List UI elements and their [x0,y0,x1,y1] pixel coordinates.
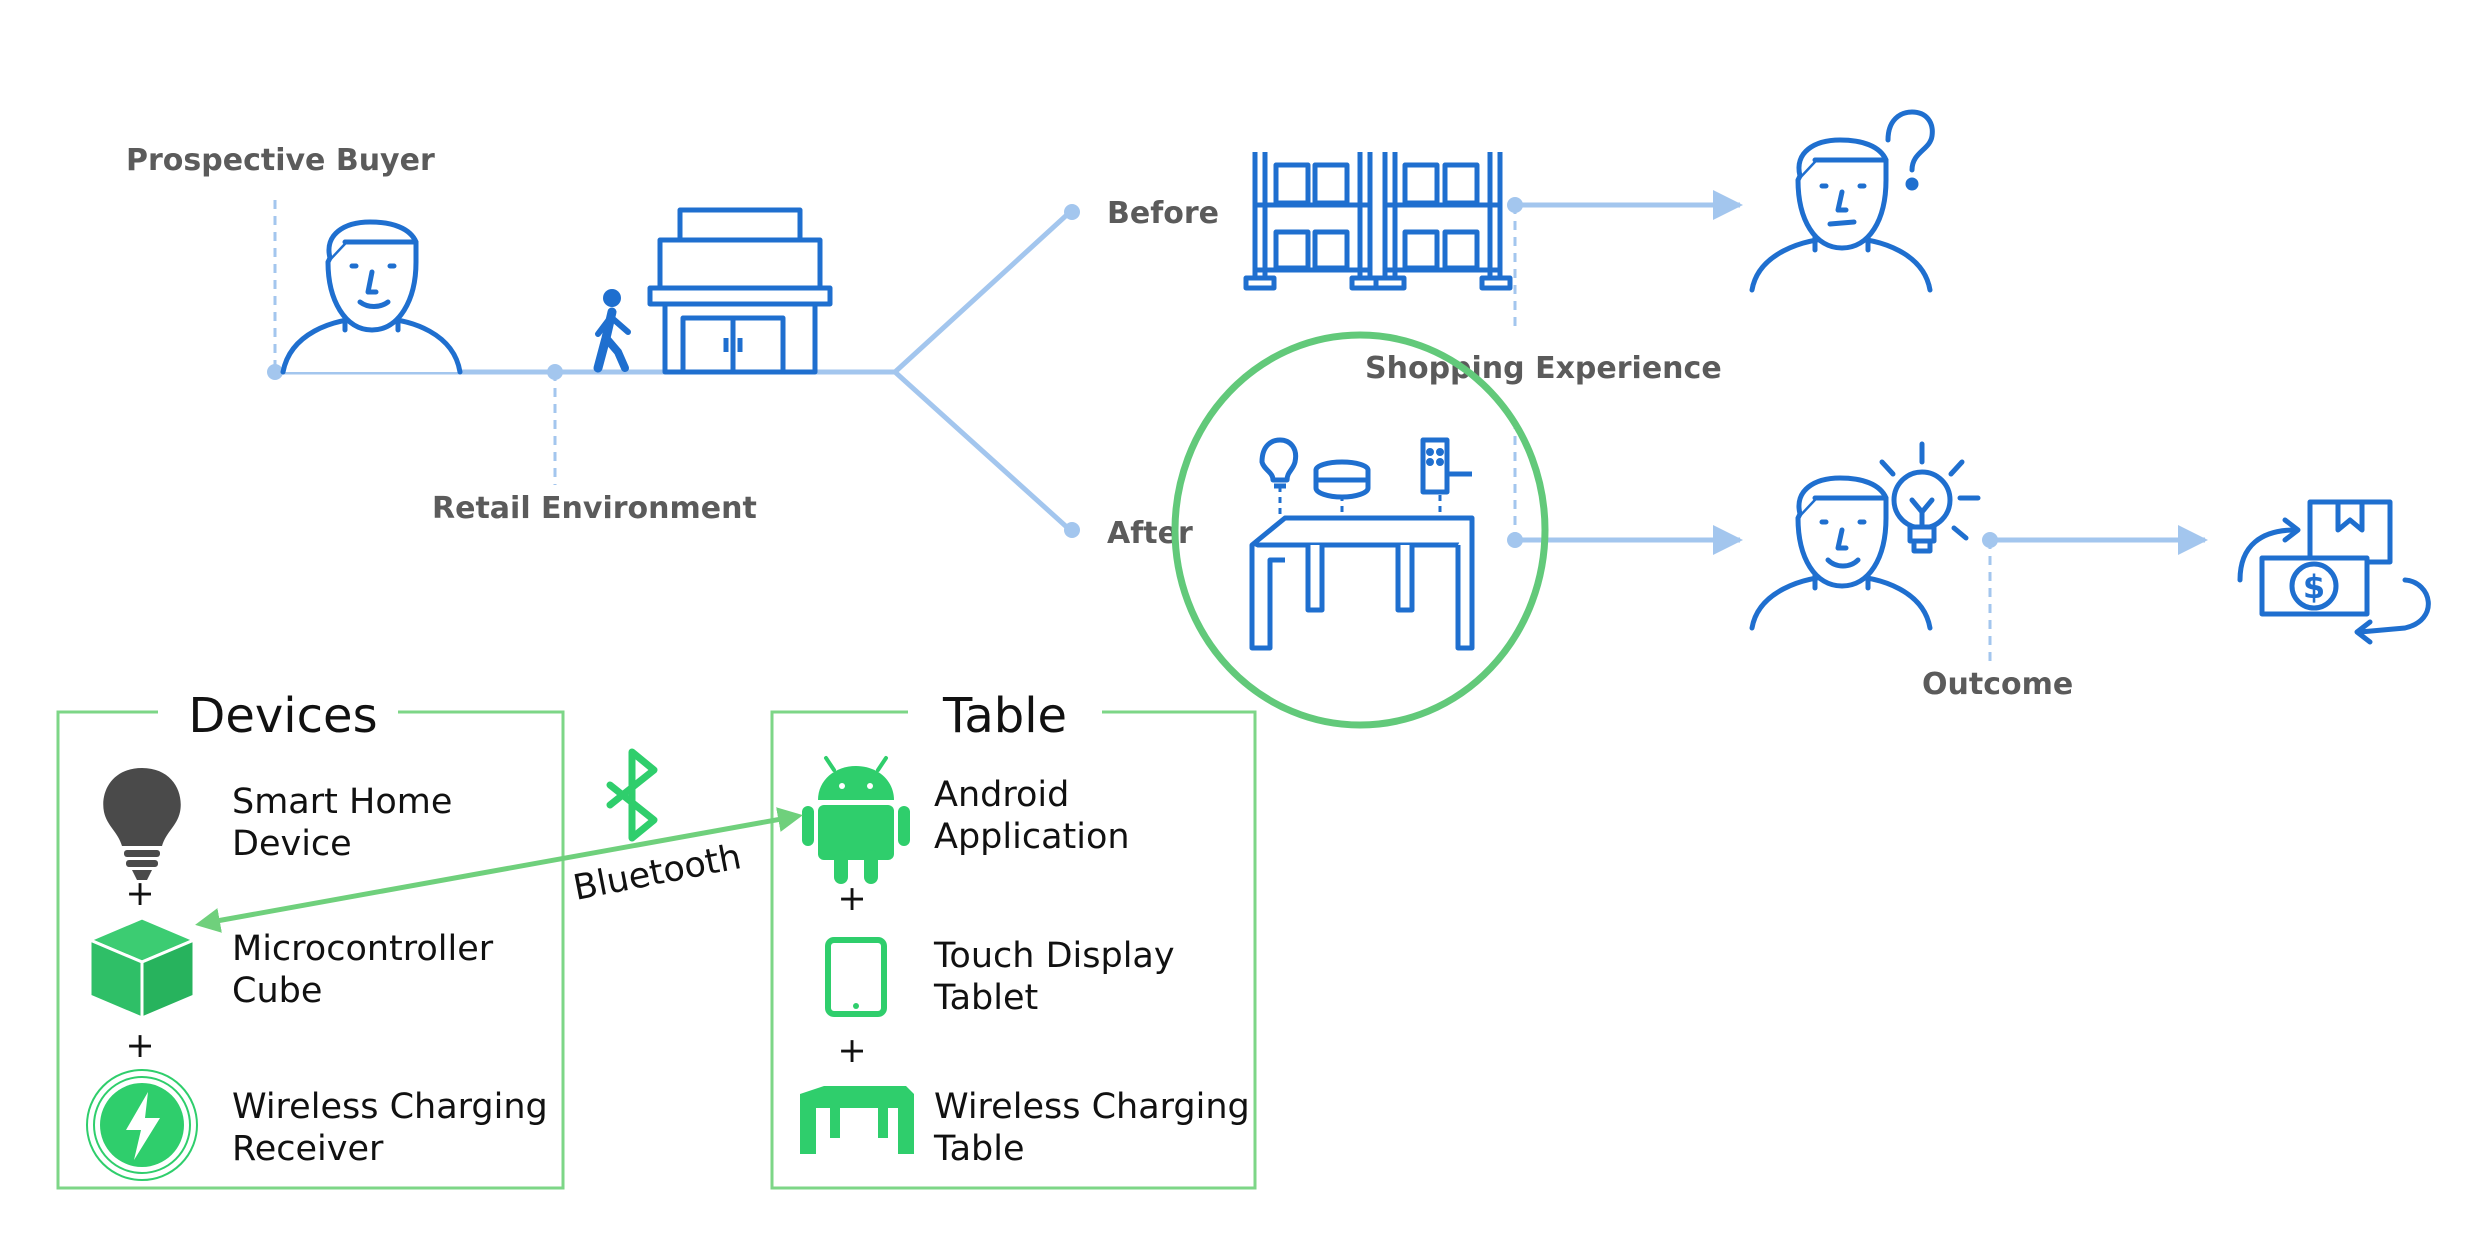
table-icon [800,1086,914,1154]
devices-panel: Devices Smart Home Device + Microcontrol… [56,688,565,1190]
bluetooth-connection-arrow [195,807,803,933]
label-after: After [1107,516,1193,551]
label-prospective-buyer: Prospective Buyer [126,143,435,178]
label-before: Before [1107,196,1219,231]
device-1-line1: Smart Home [232,782,452,822]
bluetooth-icon [606,748,658,842]
store-icon [647,207,833,375]
device-2-line1: Microcontroller [232,929,494,969]
label-outcome: Outcome [1922,667,2073,702]
table-item-1-line2: Application [934,817,1130,857]
device-1-line2: Device [232,824,352,864]
walking-person-icon [593,289,631,373]
lightbulb-icon [103,768,181,880]
table-plus-2: + [837,1031,866,1071]
idea-person-icon [1749,441,1981,631]
table-panel: Table Android Application + Touch Displa… [770,688,1257,1190]
device-3-line2: Receiver [232,1129,384,1169]
tablet-icon [825,937,887,1017]
highlight-circle [1171,331,1549,729]
buyer-person-icon [280,219,463,375]
label-retail-environment: Retail Environment [432,491,757,526]
table-item-3-line2: Table [933,1129,1025,1169]
cube-icon [88,916,196,1020]
confused-person-icon [1749,109,1935,293]
table-item-3-line1: Wireless Charging [934,1087,1250,1127]
table-item-2-line1: Touch Display [933,936,1175,976]
table-item-1-line1: Android [934,775,1069,815]
devices-panel-title: Devices [188,688,377,744]
device-3-line1: Wireless Charging [232,1087,548,1127]
shelves-icon [1243,152,1513,291]
purchase-exchange-icon [2237,499,2431,645]
table-panel-title: Table [942,688,1067,744]
device-2-line2: Cube [232,971,322,1011]
bluetooth-label: Bluetooth [570,837,744,909]
table-plus-1: + [837,879,866,919]
journey-dots [267,197,1998,548]
lightning-charge-icon [86,1069,198,1181]
devices-plus-1: + [125,874,154,914]
android-icon [802,756,910,884]
dollar-symbol: $ [2303,568,2325,606]
smart-table-icon [1249,437,1475,651]
devices-plus-2: + [125,1026,154,1066]
table-item-2-line2: Tablet [933,978,1038,1018]
label-shopping-experience: Shopping Experience [1365,351,1722,386]
journey-dashed-leaders [273,200,1992,668]
